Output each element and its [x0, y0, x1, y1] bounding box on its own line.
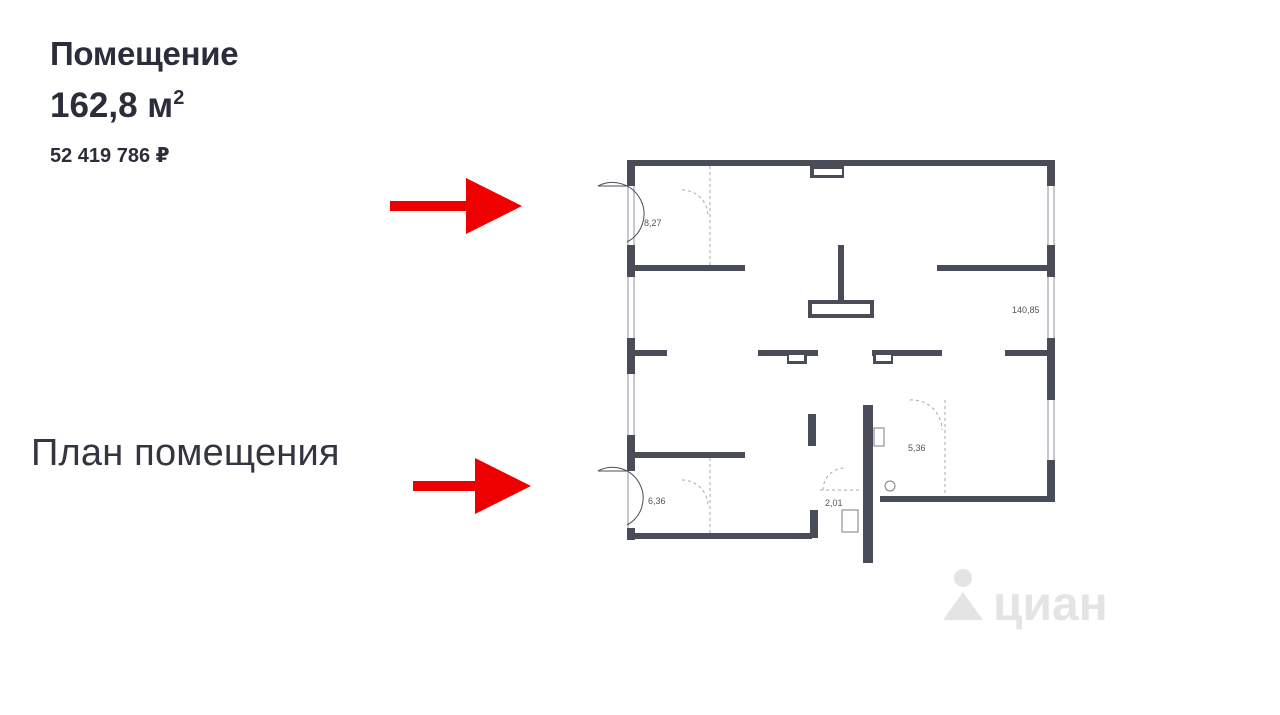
cian-logo-icon: циан — [943, 569, 1108, 631]
plan-label: План помещения — [31, 432, 340, 474]
room-area-label: 6,36 — [648, 496, 666, 506]
red-arrow-icon — [390, 178, 522, 234]
red-arrow-icon — [413, 458, 531, 514]
area-value: 162,8 м — [50, 86, 174, 125]
area-unit-superscript: 2 — [173, 87, 185, 109]
listing-area: 162,8 м2 — [50, 77, 184, 127]
room-area-label: 140,85 — [1012, 305, 1040, 315]
floor-plan: 8,27 140,85 5,36 6,36 2,01 — [597, 160, 1055, 563]
watermark-text: циан — [993, 578, 1108, 631]
room-area-label: 8,27 — [644, 218, 662, 228]
listing-price: 52 419 786 ₽ — [50, 145, 170, 167]
room-area-label: 2,01 — [825, 498, 843, 508]
room-area-label: 5,36 — [908, 443, 926, 453]
listing-title: Помещение — [50, 35, 239, 72]
